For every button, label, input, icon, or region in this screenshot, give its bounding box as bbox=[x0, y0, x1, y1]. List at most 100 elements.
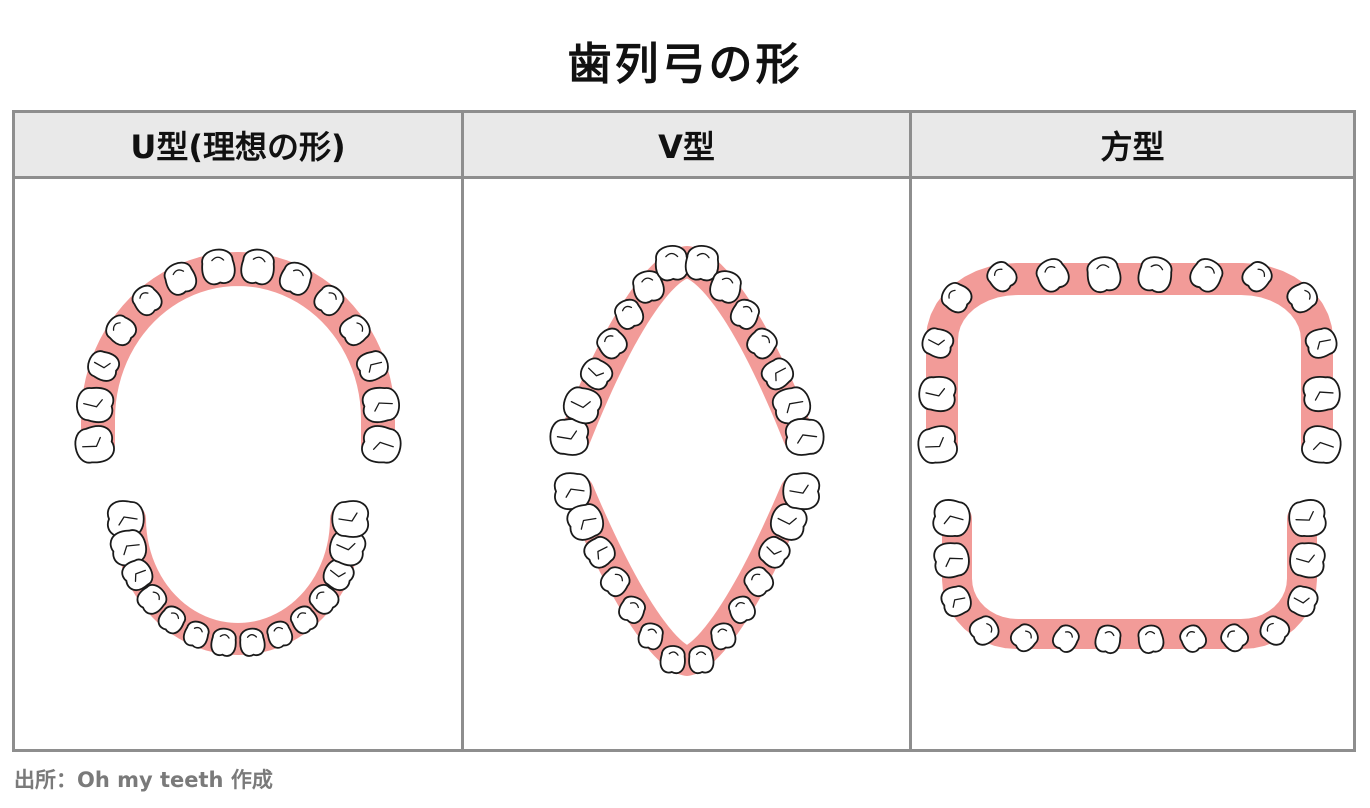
upper-arch bbox=[917, 256, 1342, 464]
tooth-crown bbox=[782, 472, 821, 510]
tooth-groove bbox=[172, 269, 185, 276]
tooth bbox=[107, 500, 145, 538]
tooth bbox=[769, 503, 808, 541]
tooth-groove bbox=[246, 634, 258, 638]
tooth bbox=[1137, 256, 1173, 294]
tooth bbox=[1301, 425, 1342, 464]
tooth bbox=[600, 566, 631, 598]
tooth-crown bbox=[549, 418, 589, 456]
tooth-groove bbox=[786, 400, 804, 414]
tooth-groove bbox=[316, 591, 325, 600]
tooth-crown bbox=[105, 314, 137, 346]
tooth-groove bbox=[123, 544, 140, 556]
tooth-crown bbox=[614, 299, 645, 330]
tooth bbox=[549, 418, 589, 456]
tooth-crown bbox=[940, 282, 973, 314]
tooth-groove bbox=[717, 628, 728, 633]
tooth-crown bbox=[579, 357, 614, 391]
tooth-crown bbox=[743, 566, 774, 598]
tooth-groove bbox=[943, 515, 964, 525]
tooth-groove bbox=[565, 488, 585, 498]
tooth-groove bbox=[621, 305, 633, 312]
tooth-groove bbox=[668, 651, 679, 656]
tooth bbox=[1179, 624, 1207, 653]
tooth-crown bbox=[1302, 376, 1341, 412]
tooth-groove bbox=[83, 399, 103, 408]
tooth-crown bbox=[769, 503, 808, 541]
tooth bbox=[266, 620, 293, 649]
tooth bbox=[331, 500, 369, 538]
tooth-groove bbox=[252, 256, 266, 263]
tooth-crown bbox=[1287, 585, 1319, 617]
tooth-crown bbox=[1179, 624, 1207, 653]
tooth-groove bbox=[152, 591, 160, 601]
tooth-crown bbox=[654, 245, 690, 282]
tooth bbox=[239, 627, 266, 657]
tooth-crown bbox=[361, 425, 402, 464]
tooth bbox=[1086, 256, 1122, 294]
tooth bbox=[921, 327, 955, 359]
tooth bbox=[771, 386, 812, 425]
upper-arch bbox=[549, 245, 825, 456]
tooth bbox=[1189, 258, 1224, 293]
tooth bbox=[785, 418, 825, 456]
tooth bbox=[918, 376, 957, 412]
square-arch-illustration bbox=[917, 256, 1342, 655]
tooth bbox=[87, 350, 120, 382]
tooth bbox=[1241, 261, 1273, 293]
tooth-crown bbox=[313, 284, 345, 317]
tooth bbox=[596, 327, 628, 360]
tooth bbox=[278, 261, 313, 296]
tooth bbox=[710, 622, 737, 651]
tooth-groove bbox=[1295, 510, 1314, 521]
tooth-crown bbox=[709, 270, 742, 304]
tooth-groove bbox=[777, 517, 797, 525]
tooth bbox=[356, 350, 389, 382]
tooth-groove bbox=[1312, 441, 1334, 451]
tooth-crown bbox=[728, 595, 756, 625]
tooth-groove bbox=[1266, 622, 1274, 632]
tooth-crown bbox=[356, 350, 389, 382]
tooth-groove bbox=[1317, 339, 1331, 350]
tooth-crown bbox=[1094, 624, 1122, 655]
tooth-crown bbox=[921, 327, 955, 359]
tooth-groove bbox=[193, 626, 203, 633]
tooth-groove bbox=[945, 557, 964, 568]
tooth bbox=[940, 585, 972, 617]
tooth-crown bbox=[1301, 425, 1342, 464]
tooth bbox=[758, 535, 791, 569]
tooth bbox=[329, 529, 367, 567]
tooth-crown bbox=[596, 327, 628, 360]
tooth-groove bbox=[761, 335, 771, 344]
tooth bbox=[131, 284, 163, 317]
tooth-crown bbox=[566, 503, 605, 541]
tooth bbox=[76, 387, 115, 423]
tooth bbox=[932, 499, 971, 537]
tooth-groove bbox=[580, 517, 597, 530]
lower-arch bbox=[107, 500, 369, 657]
tooth-crown bbox=[136, 584, 168, 615]
tooth bbox=[157, 605, 187, 635]
tooth-groove bbox=[1064, 631, 1073, 638]
tooth-crown bbox=[339, 314, 371, 346]
tooth bbox=[583, 535, 616, 569]
column-divider bbox=[909, 113, 912, 749]
tooth-crown bbox=[107, 500, 145, 538]
tooth-groove bbox=[368, 361, 383, 373]
tooth bbox=[579, 357, 614, 391]
page-title: 歯列弓の形 bbox=[567, 39, 803, 90]
tooth-crown bbox=[74, 425, 115, 464]
tooth-crown bbox=[785, 418, 825, 456]
tooth-groove bbox=[1145, 630, 1156, 636]
tooth bbox=[782, 472, 821, 510]
tooth-crown bbox=[760, 357, 795, 391]
tooth-groove bbox=[696, 252, 710, 259]
tooth-groove bbox=[925, 388, 946, 397]
tooth-groove bbox=[1024, 630, 1032, 639]
tooth bbox=[1286, 281, 1319, 314]
tooth bbox=[163, 261, 198, 296]
tooth-crown bbox=[918, 376, 957, 412]
tooth bbox=[289, 605, 319, 635]
tooth-groove bbox=[751, 573, 761, 581]
column-label-square: 方型 bbox=[1100, 127, 1165, 166]
